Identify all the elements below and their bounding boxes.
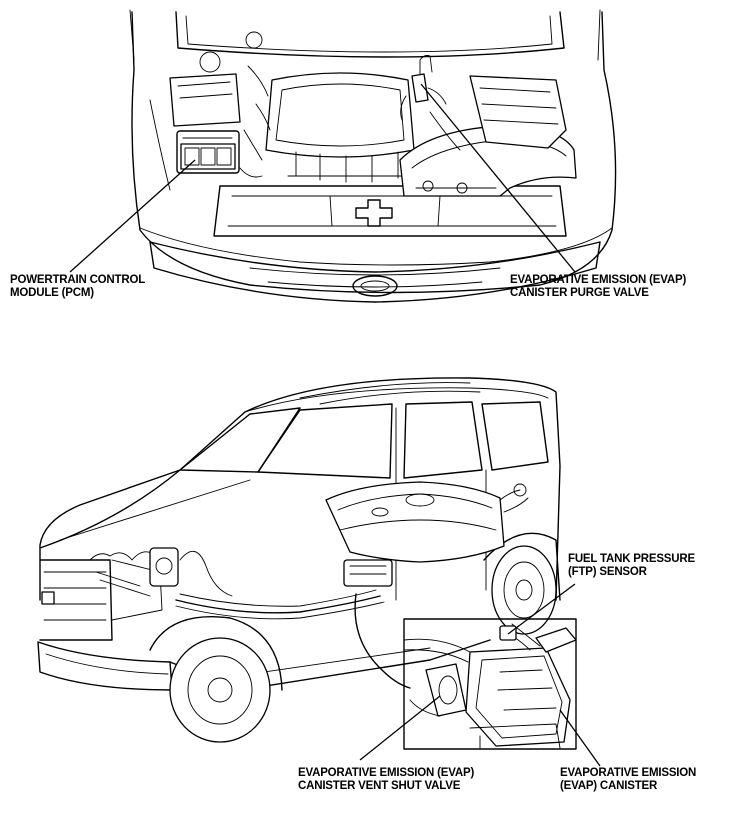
purge-valve-label: EVAPORATIVE EMISSION (EVAP) CANISTER PUR… [510, 274, 686, 300]
evap-canister-label: EVAPORATIVE EMISSION (EVAP) CANISTER [560, 767, 696, 793]
ftp-sensor-leader-line [507, 583, 576, 635]
evap-canister-inset [403, 618, 577, 750]
vent-shut-valve-leader-line [359, 695, 441, 761]
purge-valve-label-line-2: CANISTER PURGE VALVE [510, 287, 649, 299]
purge-valve-label-line-1: EVAPORATIVE EMISSION (EVAP) [510, 274, 687, 286]
vent-shut-valve-label-line-1: EVAPORATIVE EMISSION (EVAP) [298, 767, 475, 779]
vehicle-illustration [37, 377, 561, 743]
engine-bay-illustration [129, 9, 617, 303]
pcm-leader-line [69, 159, 196, 273]
evap-canister-label-line-1: EVAPORATIVE EMISSION [560, 767, 697, 779]
ftp-sensor-label-line-1: FUEL TANK PRESSURE [568, 553, 695, 565]
vent-shut-valve-label: EVAPORATIVE EMISSION (EVAP) CANISTER VEN… [298, 767, 474, 793]
evap-canister-label-line-2: (EVAP) CANISTER [560, 780, 658, 792]
pcm-label: POWERTRAIN CONTROL MODULE (PCM) [10, 274, 145, 300]
ftp-sensor-label-line-2: (FTP) SENSOR [568, 566, 647, 578]
evap-canister-leader-line [559, 709, 601, 767]
ftp-sensor-label: FUEL TANK PRESSURE (FTP) SENSOR [568, 553, 695, 579]
purge-valve-leader-line [420, 83, 576, 273]
vent-shut-valve-label-line-2: CANISTER VENT SHUT VALVE [298, 780, 461, 792]
pcm-label-line-1: POWERTRAIN CONTROL [10, 274, 146, 286]
pcm-label-line-2: MODULE (PCM) [10, 287, 94, 299]
